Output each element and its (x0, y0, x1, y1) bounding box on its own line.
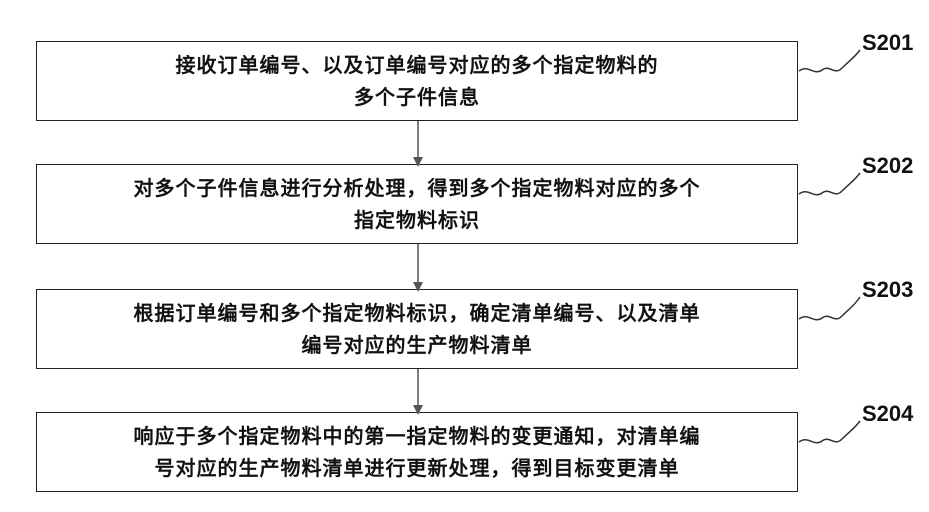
step-text-s203: 根据订单编号和多个指定物料标识，确定清单编号、以及清单 编号对应的生产物料清单 (57, 297, 777, 361)
step-text-line: 对多个子件信息进行分析处理，得到多个指定物料对应的多个 (57, 172, 777, 204)
step-text-s204: 响应于多个指定物料中的第一指定物料的变更通知，对清单编 号对应的生产物料清单进行… (57, 420, 777, 484)
step-text-line: 号对应的生产物料清单进行更新处理，得到目标变更清单 (57, 452, 777, 484)
step-label-s201: S201 (862, 30, 913, 56)
step-text-line: 响应于多个指定物料中的第一指定物料的变更通知，对清单编 (57, 420, 777, 452)
step-box-s204: 响应于多个指定物料中的第一指定物料的变更通知，对清单编 号对应的生产物料清单进行… (36, 412, 798, 492)
step-label-s203: S203 (862, 277, 913, 303)
step-text-line: 根据订单编号和多个指定物料标识，确定清单编号、以及清单 (57, 297, 777, 329)
step-text-line: 指定物料标识 (57, 204, 777, 236)
step-box-s202: 对多个子件信息进行分析处理，得到多个指定物料对应的多个 指定物料标识 (36, 164, 798, 244)
step-text-s201: 接收订单编号、以及订单编号对应的多个指定物料的 多个子件信息 (57, 49, 777, 113)
leader-line-s202 (799, 173, 860, 195)
step-label-s204: S204 (862, 401, 913, 427)
step-box-s203: 根据订单编号和多个指定物料标识，确定清单编号、以及清单 编号对应的生产物料清单 (36, 289, 798, 369)
step-box-s201: 接收订单编号、以及订单编号对应的多个指定物料的 多个子件信息 (36, 41, 798, 121)
step-label-s202: S202 (862, 153, 913, 179)
leader-line-s201 (799, 50, 860, 72)
leader-line-s204 (799, 421, 860, 443)
step-text-s202: 对多个子件信息进行分析处理，得到多个指定物料对应的多个 指定物料标识 (57, 172, 777, 236)
step-text-line: 接收订单编号、以及订单编号对应的多个指定物料的 (57, 49, 777, 81)
step-text-line: 编号对应的生产物料清单 (57, 329, 777, 361)
step-text-line: 多个子件信息 (57, 81, 777, 113)
leader-line-s203 (799, 297, 860, 320)
